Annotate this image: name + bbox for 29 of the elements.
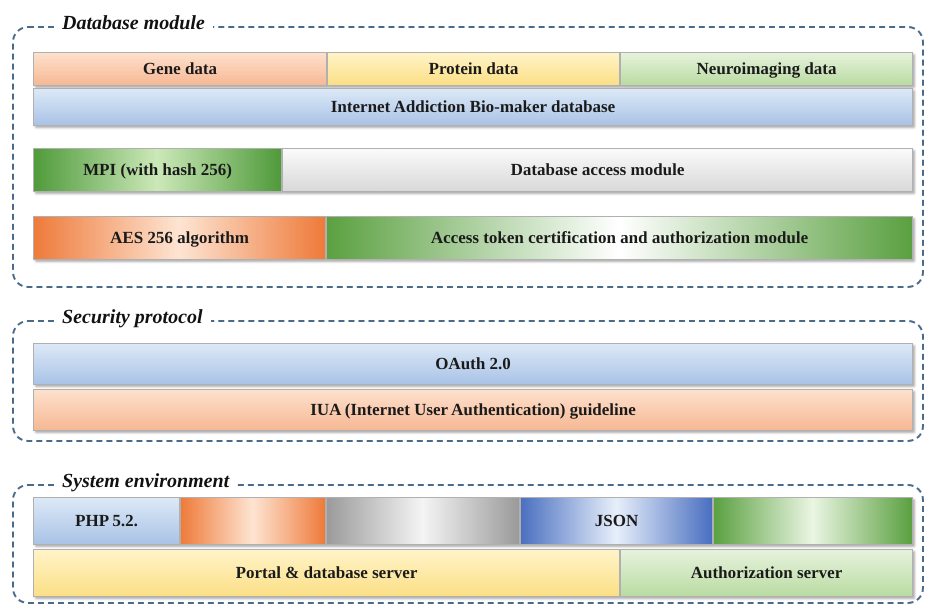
bar-label: IUA (Internet User Authentication) guideline [310, 400, 636, 420]
module-bar [33, 389, 913, 431]
bar-label: Database access module [510, 160, 684, 180]
group-heading: Security protocol [54, 306, 211, 329]
bar-label: MPI (with hash 256) [83, 160, 232, 180]
module-bar [326, 216, 913, 260]
module-bar [33, 88, 913, 126]
bar-label: Authorization server [690, 563, 842, 583]
bar-label: Portal & database server [236, 563, 418, 583]
bar-label: Internet Addiction Bio-maker database [330, 97, 616, 117]
module-bar [33, 549, 620, 597]
bar-label: OAuth 2.0 [435, 354, 511, 374]
module-bar [33, 52, 327, 86]
module-bar [620, 549, 913, 597]
module-bar [327, 52, 620, 86]
bar-label: JSON [594, 511, 638, 531]
bar-label: PHP 5.2. [75, 511, 138, 531]
module-bar [33, 497, 180, 545]
module-bar [33, 148, 282, 192]
bar-label: AES 256 algorithm [110, 228, 249, 248]
bar-label: Protein data [428, 59, 518, 79]
module-bar [33, 216, 326, 260]
bar-label: Access token certification and authorization module [430, 228, 808, 248]
module-bar [33, 343, 913, 385]
module-bar [282, 148, 913, 192]
bar-label: Gene data [142, 59, 218, 79]
module-bar [520, 497, 713, 545]
bar-label: Neuroimaging data [696, 59, 836, 79]
module-bar [620, 52, 913, 86]
